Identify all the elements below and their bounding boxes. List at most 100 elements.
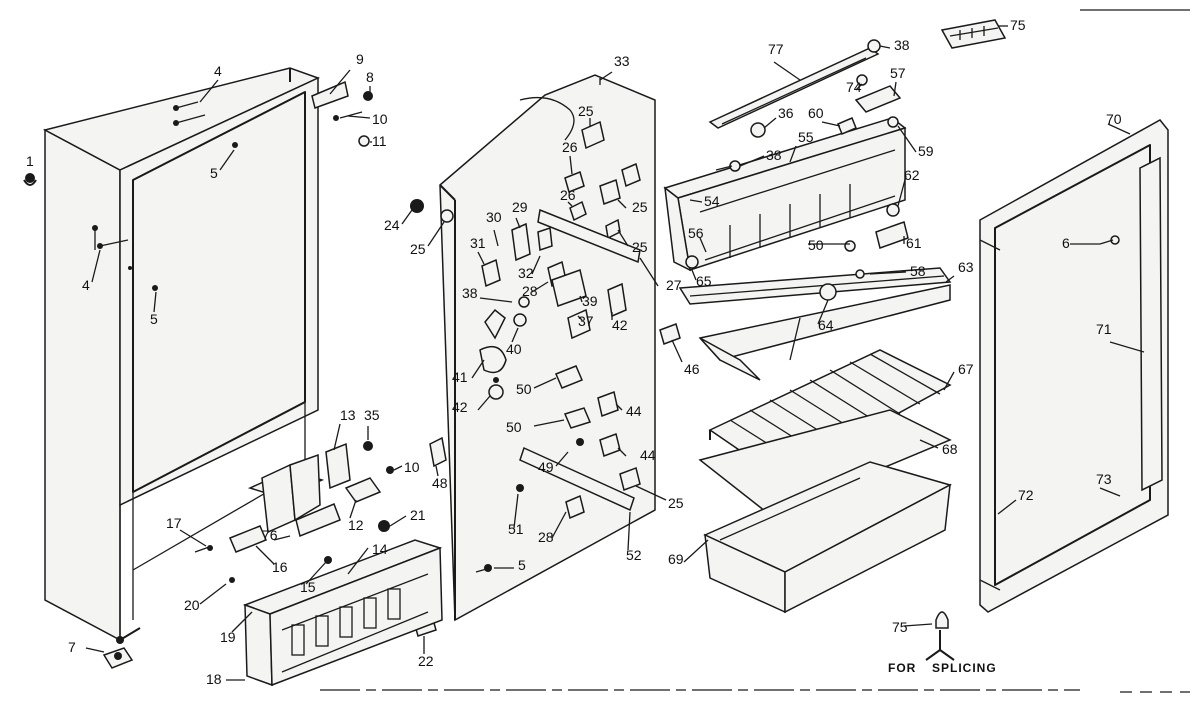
leader-line: [855, 83, 863, 91]
callout-50: 50: [506, 419, 522, 435]
leader-line: [349, 499, 357, 519]
leader-line: [789, 145, 797, 163]
leader-line: [997, 499, 1017, 515]
leader-line: [577, 315, 583, 321]
callout-69: 69: [668, 551, 684, 567]
callout-59: 59: [918, 143, 934, 159]
leader-line: [305, 561, 327, 585]
leader-line: [329, 69, 351, 95]
leader-line: [639, 257, 659, 287]
callout-38: 38: [462, 285, 478, 301]
callout-25: 25: [668, 495, 684, 511]
leader-line: [153, 291, 157, 313]
callout-68: 68: [942, 441, 958, 457]
top-bracket-77: [708, 47, 880, 129]
callout-54: 54: [704, 193, 720, 209]
callout-15: 15: [300, 579, 316, 595]
callout-1: 1: [26, 153, 34, 169]
callout-64: 64: [818, 317, 834, 333]
callout-65: 65: [696, 273, 712, 289]
leader-lines: [85, 25, 1145, 681]
callout-30: 30: [486, 209, 502, 225]
door-gasket-frame: [979, 119, 1169, 613]
leader-line: [689, 199, 703, 203]
part-75: [925, 19, 1007, 661]
callout-55: 55: [798, 129, 814, 145]
callout-74: 74: [846, 79, 862, 95]
leader-line: [945, 275, 955, 283]
leader-line: [579, 295, 583, 303]
callout-14: 14: [372, 541, 388, 557]
leader-line: [897, 125, 917, 153]
leader-line: [255, 545, 275, 565]
callout-22: 22: [418, 653, 434, 669]
callout-29: 29: [512, 199, 528, 215]
leader-line: [569, 155, 573, 175]
splicing-caption-for: FOR: [888, 661, 916, 675]
leader-line: [347, 115, 371, 119]
callout-26: 26: [562, 139, 578, 155]
leader-line: [273, 535, 291, 541]
leader-line: [739, 155, 765, 167]
cabinet-fasteners: [23, 101, 238, 669]
callout-32: 32: [518, 265, 534, 281]
leader-line: [393, 465, 403, 471]
leader-line: [1107, 123, 1131, 135]
callout-46: 46: [684, 361, 700, 377]
callout-13: 13: [340, 407, 356, 423]
callout-51: 51: [508, 521, 524, 537]
callout-33: 33: [614, 53, 630, 69]
callout-67: 67: [958, 361, 974, 377]
cabinet-shell: [42, 67, 320, 642]
callout-20: 20: [184, 597, 200, 613]
callout-5: 5: [518, 557, 526, 573]
callout-48: 48: [432, 475, 448, 491]
callout-11: 11: [372, 133, 387, 149]
leader-line: [617, 199, 627, 209]
callout-57: 57: [890, 65, 906, 81]
callout-28: 28: [538, 529, 554, 545]
callout-39: 39: [582, 293, 598, 309]
leader-line: [427, 221, 445, 247]
leader-line: [635, 485, 667, 501]
callout-63: 63: [958, 259, 974, 275]
leader-line: [897, 175, 907, 207]
leader-line: [471, 359, 485, 379]
callout-16: 16: [272, 559, 288, 575]
leader-line: [943, 371, 955, 391]
leader-line: [699, 237, 707, 253]
callout-24: 24: [384, 217, 400, 233]
leader-line: [903, 623, 933, 627]
leader-line: [479, 297, 513, 303]
callout-72: 72: [1018, 487, 1034, 503]
callout-19: 19: [220, 629, 236, 645]
leader-line: [617, 229, 629, 247]
callout-44: 44: [640, 447, 656, 463]
callout-41: 41: [452, 369, 468, 385]
callout-73: 73: [1096, 471, 1112, 487]
callout-52: 52: [626, 547, 642, 563]
leader-line: [763, 117, 777, 129]
callout-35: 35: [364, 407, 380, 423]
leader-line: [477, 251, 485, 265]
leader-line: [1099, 487, 1121, 497]
callout-18: 18: [206, 671, 222, 687]
callout-12: 12: [348, 517, 364, 533]
callout-4: 4: [214, 63, 222, 79]
callout-25: 25: [632, 199, 648, 215]
callout-42: 42: [612, 317, 628, 333]
callout-36: 36: [778, 105, 794, 121]
leader-line: [555, 451, 569, 467]
leader-line: [199, 79, 219, 103]
callout-75: 75: [1010, 17, 1026, 33]
leader-line: [869, 271, 907, 275]
callout-5: 5: [150, 311, 158, 327]
callout-25: 25: [632, 239, 648, 255]
leader-line: [389, 515, 407, 527]
leader-line: [531, 281, 549, 293]
callout-10: 10: [404, 459, 420, 475]
callout-25: 25: [578, 103, 594, 119]
